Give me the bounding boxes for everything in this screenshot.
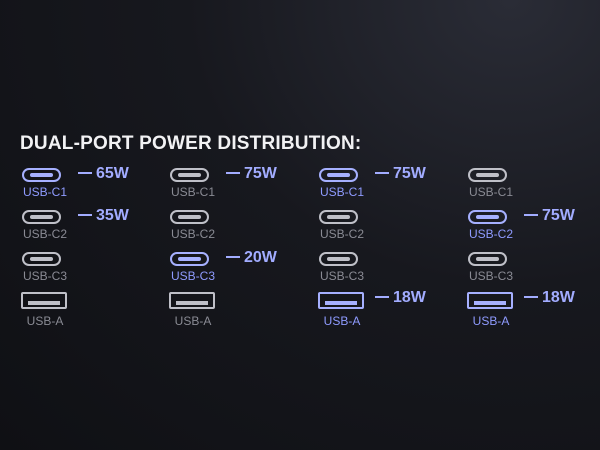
- port-label: USB-C2: [319, 227, 364, 241]
- watt-value: 20W: [244, 249, 277, 266]
- port-usb-c3: USB-C3: [297, 248, 393, 288]
- port-usb-c2: USB-C2: [148, 206, 244, 246]
- usb-a-port-icon: [169, 292, 215, 309]
- port-usb-c3: USB-C3: [446, 248, 542, 288]
- usb-c-port-icon: [319, 210, 358, 224]
- port-usb-a: USB-A: [148, 288, 244, 328]
- port-usb-a: USB-A: [0, 288, 96, 328]
- usb-c-port-icon: [22, 168, 61, 182]
- usb-c-port-icon: [468, 210, 507, 224]
- port-label: USB-C3: [170, 269, 215, 283]
- usb-c-port-icon: [319, 168, 358, 182]
- usb-c-port-icon: [468, 168, 507, 182]
- config-4: USB-C1 USB-C2 75W USB-C3 USB-A 18W: [446, 164, 596, 334]
- port-label: USB-C2: [170, 227, 215, 241]
- watt-value: 18W: [542, 289, 575, 306]
- port-label: USB-C3: [319, 269, 364, 283]
- power-output: 18W: [524, 289, 575, 307]
- config-3: USB-C1 75W USB-C2 USB-C3 USB-A 18W: [297, 164, 447, 334]
- port-label: USB-C1: [170, 185, 215, 199]
- port-label: USB-A: [174, 314, 212, 328]
- port-label: USB-C1: [22, 185, 67, 199]
- port-usb-c2: USB-C2: [297, 206, 393, 246]
- config-2: USB-C1 75W USB-C2 USB-C3 20W USB-A: [148, 164, 298, 334]
- port-usb-c2: USB-C2 35W: [0, 206, 129, 246]
- port-label: USB-C2: [22, 227, 67, 241]
- port-usb-c1: USB-C1 75W: [297, 164, 426, 204]
- watt-value: 75W: [393, 165, 426, 182]
- power-output: 35W: [78, 207, 129, 225]
- port-label: USB-A: [26, 314, 64, 328]
- port-label: USB-C1: [468, 185, 513, 199]
- port-usb-c2: USB-C2 75W: [446, 206, 575, 246]
- port-label: USB-C3: [468, 269, 513, 283]
- power-output: 75W: [226, 165, 277, 183]
- watt-value: 65W: [96, 165, 129, 182]
- port-label: USB-C3: [22, 269, 67, 283]
- power-output: 65W: [78, 165, 129, 183]
- usb-c-port-icon: [468, 252, 507, 266]
- power-output: 20W: [226, 249, 277, 267]
- config-1: USB-C1 65W USB-C2 35W USB-C3 USB-A: [0, 164, 150, 334]
- watt-value: 75W: [244, 165, 277, 182]
- port-usb-c3: USB-C3: [0, 248, 96, 288]
- power-output: 75W: [524, 207, 575, 225]
- usb-c-port-icon: [22, 252, 61, 266]
- usb-c-port-icon: [170, 252, 209, 266]
- port-label: USB-C2: [468, 227, 513, 241]
- port-label: USB-C1: [319, 185, 364, 199]
- usb-a-port-icon: [467, 292, 513, 309]
- watt-value: 75W: [542, 207, 575, 224]
- port-usb-c3: USB-C3 20W: [148, 248, 277, 288]
- usb-c-port-icon: [170, 168, 209, 182]
- port-usb-a: USB-A 18W: [297, 288, 426, 328]
- usb-a-port-icon: [318, 292, 364, 309]
- watt-value: 35W: [96, 207, 129, 224]
- watt-value: 18W: [393, 289, 426, 306]
- port-label: USB-A: [323, 314, 361, 328]
- port-label: USB-A: [472, 314, 510, 328]
- usb-c-port-icon: [319, 252, 358, 266]
- port-usb-c1: USB-C1 65W: [0, 164, 129, 204]
- port-usb-a: USB-A 18W: [446, 288, 575, 328]
- usb-c-port-icon: [22, 210, 61, 224]
- port-usb-c1: USB-C1 75W: [148, 164, 277, 204]
- port-usb-c1: USB-C1: [446, 164, 542, 204]
- page-title: DUAL-PORT POWER DISTRIBUTION:: [20, 133, 362, 154]
- usb-c-port-icon: [170, 210, 209, 224]
- power-output: 18W: [375, 289, 426, 307]
- power-output: 75W: [375, 165, 426, 183]
- usb-a-port-icon: [21, 292, 67, 309]
